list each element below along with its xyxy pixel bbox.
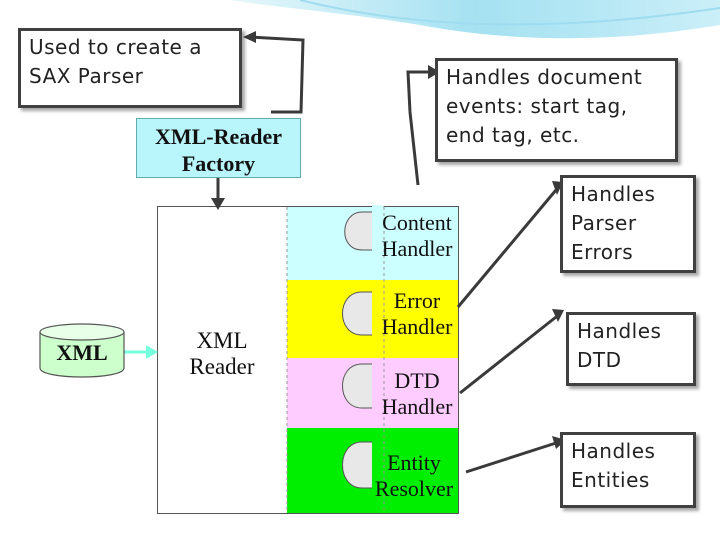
factory-arrowhead <box>211 198 225 210</box>
dtd-callout: Handles DTD <box>566 312 696 386</box>
header-swoosh <box>230 0 720 39</box>
knob-entity <box>342 441 376 489</box>
dtd-callout-arrowhead <box>552 309 564 322</box>
entities-callout: Handles Entities <box>560 432 696 508</box>
knob-dtd-inner <box>372 360 398 418</box>
xml-arrowhead <box>146 345 158 359</box>
knob-dtd <box>342 363 376 409</box>
entity-resolver-label: Entity Resolver <box>374 450 454 501</box>
parser-errors-callout: Handles Parser Errors <box>560 175 696 273</box>
xml-reader-label: XML Reader <box>189 328 255 379</box>
knob-content <box>344 211 376 251</box>
dtd-handler-label: DTD Handler <box>381 368 453 419</box>
sax-callout-connector <box>249 35 305 114</box>
sax-parser-callout: Used to create a SAX Parser <box>18 28 242 108</box>
xml-source-label: XML <box>56 340 108 365</box>
xml-cylinder-top <box>39 323 125 341</box>
errors-callout-connector <box>456 189 558 308</box>
separator-lines <box>286 207 385 513</box>
dtd-callout-connector <box>459 315 557 395</box>
header-swoosh-line <box>299 0 720 26</box>
content-handler-label: Content Handler <box>381 210 453 261</box>
sax-callout-arrowhead <box>243 31 256 43</box>
knob-error-inner <box>372 282 398 345</box>
document-events-callout: Handles document events: start tag, end … <box>435 58 678 162</box>
knob-content-inner <box>372 205 394 262</box>
xml-cylinder <box>39 323 125 378</box>
xml-reader-factory: XML-Reader Factory <box>136 118 301 178</box>
knob-error <box>342 291 376 336</box>
knob-entity-inner <box>372 435 400 505</box>
entities-callout-connector <box>465 441 557 474</box>
events-callout-connector <box>406 70 432 186</box>
events-callout-arrowhead <box>428 65 440 79</box>
error-handler-label: Error Handler <box>381 288 453 339</box>
xml-cylinder-body <box>39 332 125 378</box>
puzzle-knobs <box>342 205 400 505</box>
